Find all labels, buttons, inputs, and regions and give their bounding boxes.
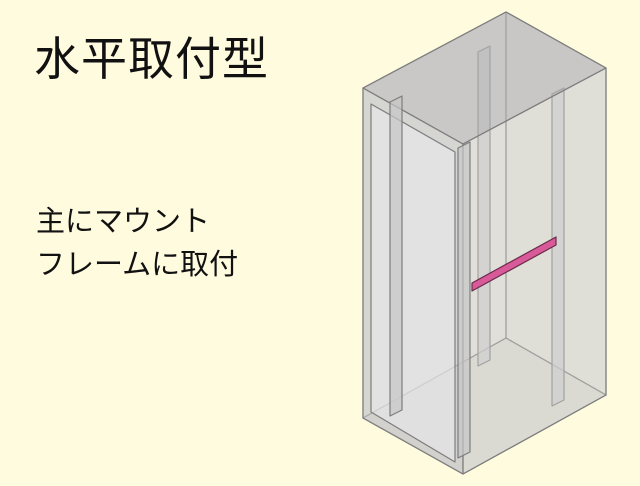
description-line-1: 主にマウント (36, 204, 211, 238)
front-rail-left (389, 95, 403, 417)
door-panel (370, 103, 456, 463)
front-rail-right (457, 141, 471, 459)
page-title: 水平取付型 (34, 32, 269, 86)
cabinet-wireframe (362, 11, 607, 475)
description-line-2: フレームに取付 (36, 247, 239, 281)
horizontal-mount-bracket (471, 236, 557, 292)
description: 主にマウント フレームに取付 (36, 200, 238, 286)
